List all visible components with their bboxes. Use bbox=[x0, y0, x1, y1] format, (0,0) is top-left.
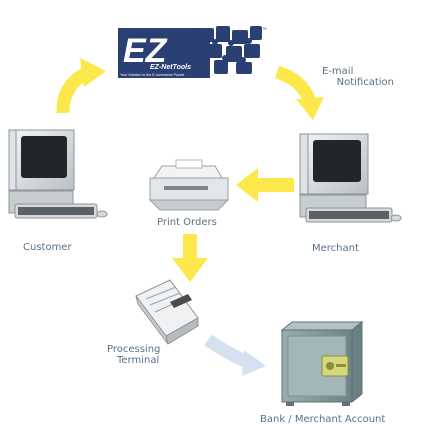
logo-tagline: Your Solution to the E-commerce Puzzle bbox=[120, 73, 184, 77]
processing-terminal-label: Processing Terminal bbox=[107, 344, 165, 366]
email-label-line1: E-mail bbox=[322, 66, 354, 77]
print-orders-label: Print Orders bbox=[157, 217, 217, 228]
customer-computer-icon bbox=[8, 129, 108, 219]
customer-label: Customer bbox=[23, 242, 72, 253]
logo-brand: EZ-NetTools bbox=[150, 64, 191, 71]
safe-icon bbox=[280, 320, 364, 406]
processing-label-line1: Processing bbox=[107, 344, 161, 355]
puzzle-pieces-icon bbox=[198, 26, 262, 74]
logo-mark: EZ bbox=[123, 32, 168, 70]
bank-account-label: Bank / Merchant Account bbox=[260, 414, 386, 425]
trademark-symbol: ™ bbox=[262, 27, 267, 33]
processing-terminal-icon bbox=[135, 279, 199, 345]
arrow-logo-to-merchant bbox=[274, 65, 324, 120]
merchant-label: Merchant bbox=[312, 243, 359, 254]
ez-nettools-logo: EZ EZ-NetTools Your Solution to the E-co… bbox=[118, 26, 267, 78]
arrow-printer-to-terminal bbox=[172, 234, 208, 282]
printer-icon bbox=[148, 159, 230, 211]
arrow-terminal-to-bank bbox=[204, 334, 266, 376]
logo-box bbox=[118, 28, 210, 78]
email-label-line2: Notification bbox=[336, 77, 394, 88]
email-notification-label: E-mail Notification bbox=[322, 66, 394, 88]
arrow-merchant-to-printer bbox=[236, 168, 294, 202]
arrow-customer-to-logo bbox=[56, 58, 106, 114]
processing-label-line2: Terminal bbox=[117, 355, 160, 366]
merchant-computer-icon bbox=[299, 133, 402, 223]
